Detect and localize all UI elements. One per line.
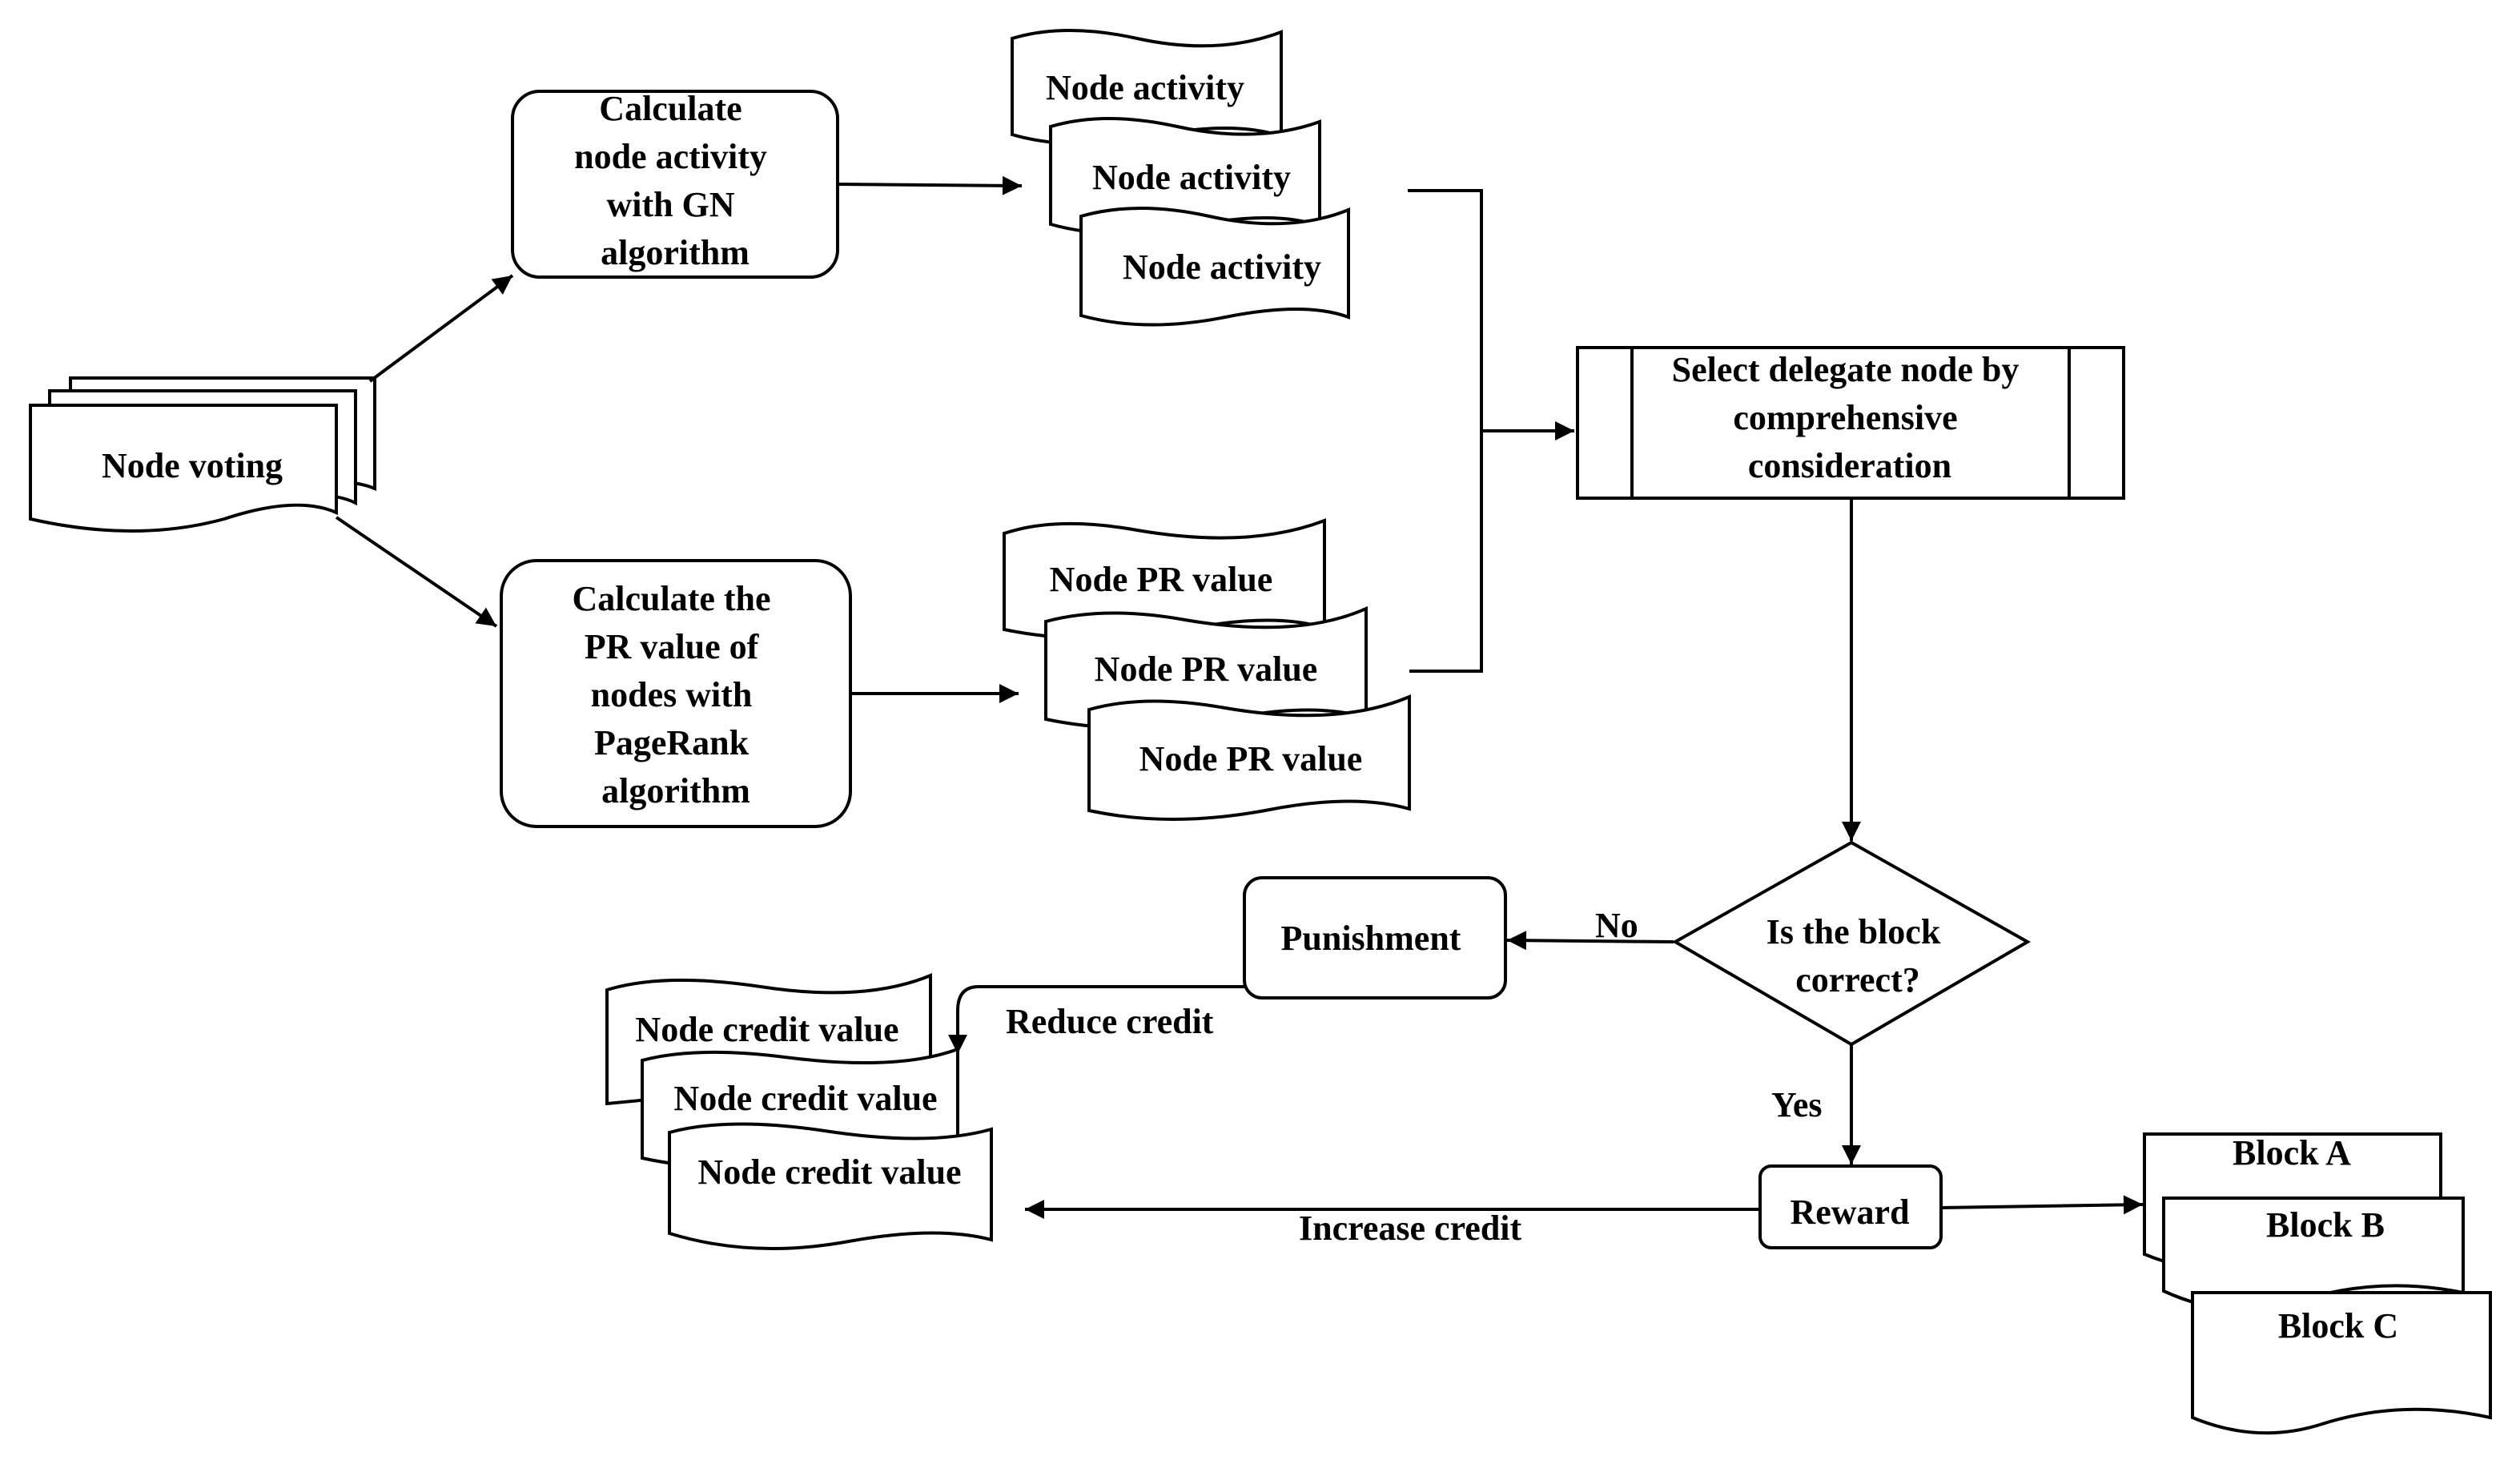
punishment-box — [1243, 876, 1507, 999]
node-activity-label-2: Node activity — [1092, 158, 1291, 197]
decision-label: Is the block correct? — [1766, 912, 1950, 999]
node-credit-label-3: Node credit value — [697, 1152, 961, 1192]
bracket-line — [1408, 189, 1483, 673]
node-voting-doc-front — [29, 404, 338, 533]
select-delegate-box — [1576, 346, 2125, 500]
block-a-label: Block A — [2233, 1133, 2351, 1172]
arrow-reward-to-blocks — [1940, 1195, 2144, 1215]
calc-gn-label: Calculate node activity with GN algorith… — [574, 89, 776, 272]
node-credit-document-stack: Node credit value Node credit value Node… — [605, 973, 993, 1250]
block-b-label: Block B — [2266, 1205, 2385, 1245]
calc-pr-process: Calculate the PR value of nodes with Pag… — [500, 559, 852, 828]
block-c-label: Block C — [2278, 1306, 2398, 1345]
node-activity-label-1: Node activity — [1046, 68, 1244, 107]
node-pr-label-3: Node PR value — [1139, 739, 1363, 778]
merge-bracket — [1408, 189, 1574, 673]
node-credit-label-2: Node credit value — [673, 1079, 937, 1118]
edge-labels: No Reduce credit Yes Increase credit — [1006, 906, 1823, 1248]
blocks-document-stack: Block A Block B Block C — [2143, 1132, 2492, 1435]
arrow-voting-to-gn — [368, 274, 514, 383]
select-delegate-process: Select delegate node by comprehensive co… — [1576, 346, 2125, 500]
edge-label-increase-credit: Increase credit — [1299, 1209, 1522, 1248]
arrow-gn-to-activity — [837, 175, 1023, 195]
select-delegate-label: Select delegate node by comprehensive co… — [1672, 350, 2028, 485]
edge-label-reduce-credit: Reduce credit — [1006, 1002, 1214, 1041]
node-credit-doc-3 — [668, 1122, 993, 1250]
connectors — [335, 175, 2144, 1219]
arrow-decision-to-punishment — [1506, 931, 1674, 951]
node-pr-document-stack: Node PR value Node PR value Node PR valu… — [1003, 518, 1411, 821]
reward-label: Reward — [1790, 1193, 1909, 1232]
node-pr-label-2: Node PR value — [1095, 650, 1318, 689]
node-activity-label-3: Node activity — [1123, 247, 1321, 287]
node-voting-label: Node voting — [102, 446, 283, 485]
node-pr-label-1: Node PR value — [1050, 560, 1273, 599]
punishment-label: Punishment — [1281, 919, 1461, 958]
arrow-voting-to-pr — [335, 516, 498, 628]
calc-gn-process: Calculate node activity with GN algorith… — [511, 89, 839, 279]
arrow-punishment-to-credit — [948, 985, 1244, 1054]
punishment-process: Punishment — [1243, 876, 1507, 999]
edge-label-no: No — [1595, 906, 1638, 945]
reward-process: Reward — [1758, 1164, 1943, 1249]
node-activity-doc-3 — [1079, 207, 1350, 327]
edge-label-yes: Yes — [1771, 1085, 1823, 1124]
node-voting-document-stack: Node voting — [29, 376, 376, 533]
node-credit-label-1: Node credit value — [635, 1010, 898, 1049]
node-activity-document-stack: Node activity Node activity Node activit… — [1011, 29, 1350, 327]
decision-block-correct: Is the block correct? — [1671, 840, 2032, 1047]
block-c-doc — [2191, 1291, 2492, 1435]
calc-pr-label: Calculate the PR value of nodes with Pag… — [572, 579, 779, 810]
node-pr-doc-3 — [1087, 694, 1411, 821]
